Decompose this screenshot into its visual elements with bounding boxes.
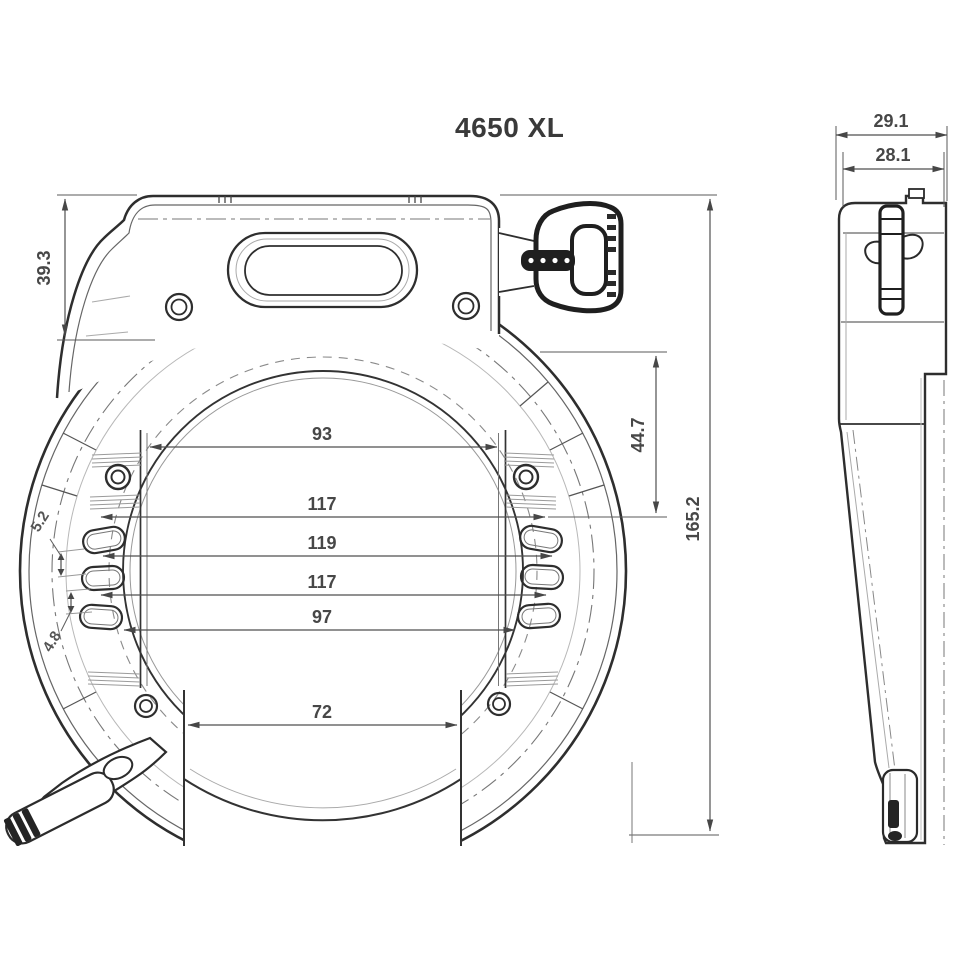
dim-upper-width: 117 [307, 494, 336, 514]
vent-slots-left [78, 525, 126, 631]
dim-side-overall-width: 29.1 [873, 111, 908, 131]
top-bracket [55, 194, 501, 400]
dim-slot-gap-upper: 5.2 [27, 508, 87, 578]
dim-side-body-width: 28.1 [875, 145, 910, 165]
dimensions: 39.3 93 117 119 117 97 72 5.2 [27, 111, 948, 843]
key [521, 201, 624, 314]
drawing-title: 4650 XL [455, 112, 564, 143]
dim-opening-top-width: 93 [312, 424, 332, 444]
ring-seams [41, 381, 605, 710]
dim-leg-gap: 72 [312, 702, 332, 722]
dim-slot-gap-lower: 4.8 [39, 588, 93, 655]
bottom-legs [183, 688, 462, 848]
lever-handle [3, 771, 115, 847]
dim-lower-width: 117 [307, 572, 336, 592]
dim-bracket-height: 39.3 [34, 250, 54, 285]
dim-opening-bottom-width: 97 [312, 607, 332, 627]
rivet-hole-right [451, 291, 481, 321]
bolt-knob [881, 768, 919, 844]
bracket-ticks [218, 196, 422, 203]
release-lever [3, 736, 168, 847]
vent-slots-right [516, 524, 565, 630]
dim-key-drop: 44.7 [628, 417, 648, 452]
side-profile-view [837, 188, 948, 845]
rivet-hole-left [164, 292, 194, 322]
key-blade-cuts [528, 257, 570, 264]
dim-overall-height: 165.2 [683, 496, 703, 541]
front-view [0, 194, 780, 958]
face-holes [104, 463, 540, 719]
key-serrations [607, 214, 616, 297]
dim-max-width: 119 [307, 533, 336, 553]
key-bow-hole [570, 224, 608, 296]
key-blade [521, 250, 575, 271]
svg-text:4.8: 4.8 [39, 628, 64, 655]
hatch-bands [87, 452, 559, 687]
mounting-slot [226, 231, 419, 309]
slider-latch [864, 204, 924, 316]
